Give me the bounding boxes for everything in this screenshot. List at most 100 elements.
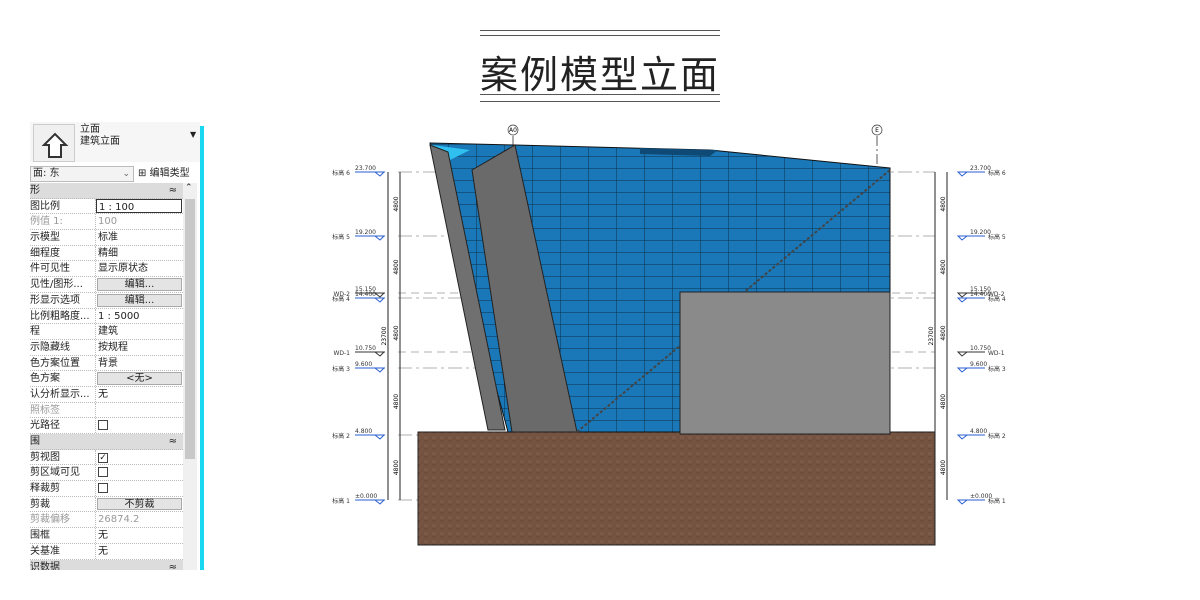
property-row: 光路径 — [30, 418, 183, 434]
property-checkbox[interactable] — [98, 467, 108, 478]
level-elevation: 9.600 — [355, 361, 372, 368]
level-name: WD-1 — [333, 350, 350, 357]
level-name: 标高 3 — [988, 365, 1006, 373]
dropdown-arrow-icon[interactable]: ▼ — [190, 130, 197, 139]
dimension-value: 4800 — [393, 259, 400, 274]
property-checkbox[interactable] — [98, 483, 108, 494]
property-row: 例值 1:100 — [30, 214, 183, 231]
property-row: 示模型标准 — [30, 230, 183, 246]
property-button[interactable]: 编辑... — [97, 293, 182, 307]
level-marker-icon — [373, 292, 386, 298]
level-elevation: 14.400 — [970, 291, 991, 298]
view-instance-select[interactable]: 面: 东⌄ — [30, 166, 134, 182]
chevron-down-icon: ⌄ — [122, 169, 130, 179]
property-button[interactable]: <无> — [97, 372, 182, 385]
property-row: 色方案位置背景 — [30, 355, 183, 372]
level-marker-icon — [373, 171, 386, 177]
property-checkbox[interactable] — [98, 420, 108, 431]
property-button[interactable]: 编辑... — [97, 278, 182, 291]
property-checkbox[interactable]: ✓ — [98, 452, 108, 463]
property-label: 程 — [30, 324, 96, 339]
property-value: 建筑 — [98, 326, 118, 338]
level-marker-icon — [956, 171, 969, 177]
level-elevation: 9.600 — [970, 361, 987, 368]
level-name: 标高 2 — [332, 432, 350, 440]
property-input[interactable]: 1 : 100 — [96, 198, 182, 214]
property-label: 见性/图形... — [30, 277, 96, 292]
level-elevation: ±0.000 — [970, 493, 992, 500]
type-family: 立面 — [80, 124, 100, 135]
level-elevation: 10.750 — [355, 345, 376, 352]
level-name: 标高 4 — [988, 295, 1006, 303]
dimension-value: 4800 — [940, 196, 947, 211]
level-name: 标高 2 — [988, 432, 1006, 440]
grid-bubble — [507, 124, 519, 136]
level-marker-icon — [956, 292, 969, 298]
property-button[interactable]: 不剪裁 — [97, 497, 182, 511]
property-row: 形显示选项编辑... — [30, 292, 183, 309]
level-marker-icon — [956, 434, 969, 440]
level-name: 标高 4 — [332, 295, 350, 303]
level-marker-icon — [956, 351, 969, 357]
scrollbar-thumb[interactable] — [185, 199, 195, 459]
property-row: 件可见性显示原状态 — [30, 261, 183, 278]
level-marker-icon — [956, 367, 969, 373]
level-elevation: 23.700 — [970, 165, 991, 172]
type-name: 建筑立面 — [80, 136, 120, 147]
scroll-up-icon[interactable]: ⌃ — [185, 183, 193, 193]
property-label: 认分析显示... — [30, 386, 96, 402]
dimension-value: 4800 — [940, 460, 947, 475]
edit-type-label: 编辑类型 — [149, 168, 190, 179]
level-marker-icon — [373, 499, 386, 505]
property-label: 剪裁 — [30, 496, 96, 512]
properties-scrollbar[interactable]: ⌃⌄ — [183, 183, 197, 570]
level-name: 标高 6 — [988, 169, 1006, 177]
property-label: 图比例 — [30, 198, 96, 214]
property-label: 件可见性 — [30, 261, 96, 277]
level-elevation: 10.750 — [970, 345, 991, 352]
elevation-type-icon — [33, 124, 75, 162]
level-marker-icon — [956, 235, 969, 241]
dimension-value: 4800 — [393, 460, 400, 475]
property-row: 认分析显示...无 — [30, 386, 183, 403]
level-marker-icon — [373, 351, 386, 357]
collapse-icon[interactable]: ≈ — [168, 185, 177, 196]
property-row: 色方案<无> — [30, 371, 183, 387]
category-header[interactable]: 形≈ — [30, 183, 183, 199]
dimension-value: 4800 — [393, 196, 400, 211]
level-name: WD-2 — [333, 291, 350, 298]
category-header[interactable]: 识数据≈ — [30, 559, 183, 571]
level-name: 标高 5 — [332, 233, 350, 241]
level-elevation: 23.700 — [355, 165, 376, 172]
dimension-value: 4800 — [393, 325, 400, 340]
level-marker-icon — [373, 297, 386, 303]
level-name: 标高 5 — [988, 233, 1006, 241]
left-fin-wall — [429, 144, 506, 431]
dimension-value: 4800 — [940, 259, 947, 274]
level-elevation: 15.150 — [355, 286, 376, 293]
grid-bubble — [871, 124, 883, 136]
property-value: 26874.2 — [98, 514, 140, 526]
collapse-icon[interactable]: ≈ — [168, 436, 177, 447]
collapse-icon[interactable]: ≈ — [168, 561, 177, 571]
type-selector[interactable]: 立面建筑立面 ▼ — [30, 122, 200, 162]
level-name: 标高 1 — [332, 497, 350, 505]
grey-volume — [679, 291, 891, 435]
diagonal-brace — [576, 169, 891, 433]
category-header[interactable]: 围≈ — [30, 434, 183, 450]
property-label: 形显示选项 — [30, 292, 96, 308]
property-label: 例值 1: — [30, 214, 96, 230]
property-label: 剪裁偏移 — [30, 512, 96, 528]
property-row: 细程度精细 — [30, 245, 183, 262]
property-value: 精细 — [98, 247, 118, 259]
level-marker-icon — [373, 235, 386, 241]
property-label: 光路径 — [30, 418, 96, 433]
level-marker-icon — [956, 499, 969, 505]
property-value: 无 — [98, 545, 108, 557]
scroll-down-icon[interactable]: ⌄ — [185, 569, 193, 570]
edit-type-button[interactable]: ⊞ 编辑类型 — [138, 166, 190, 182]
